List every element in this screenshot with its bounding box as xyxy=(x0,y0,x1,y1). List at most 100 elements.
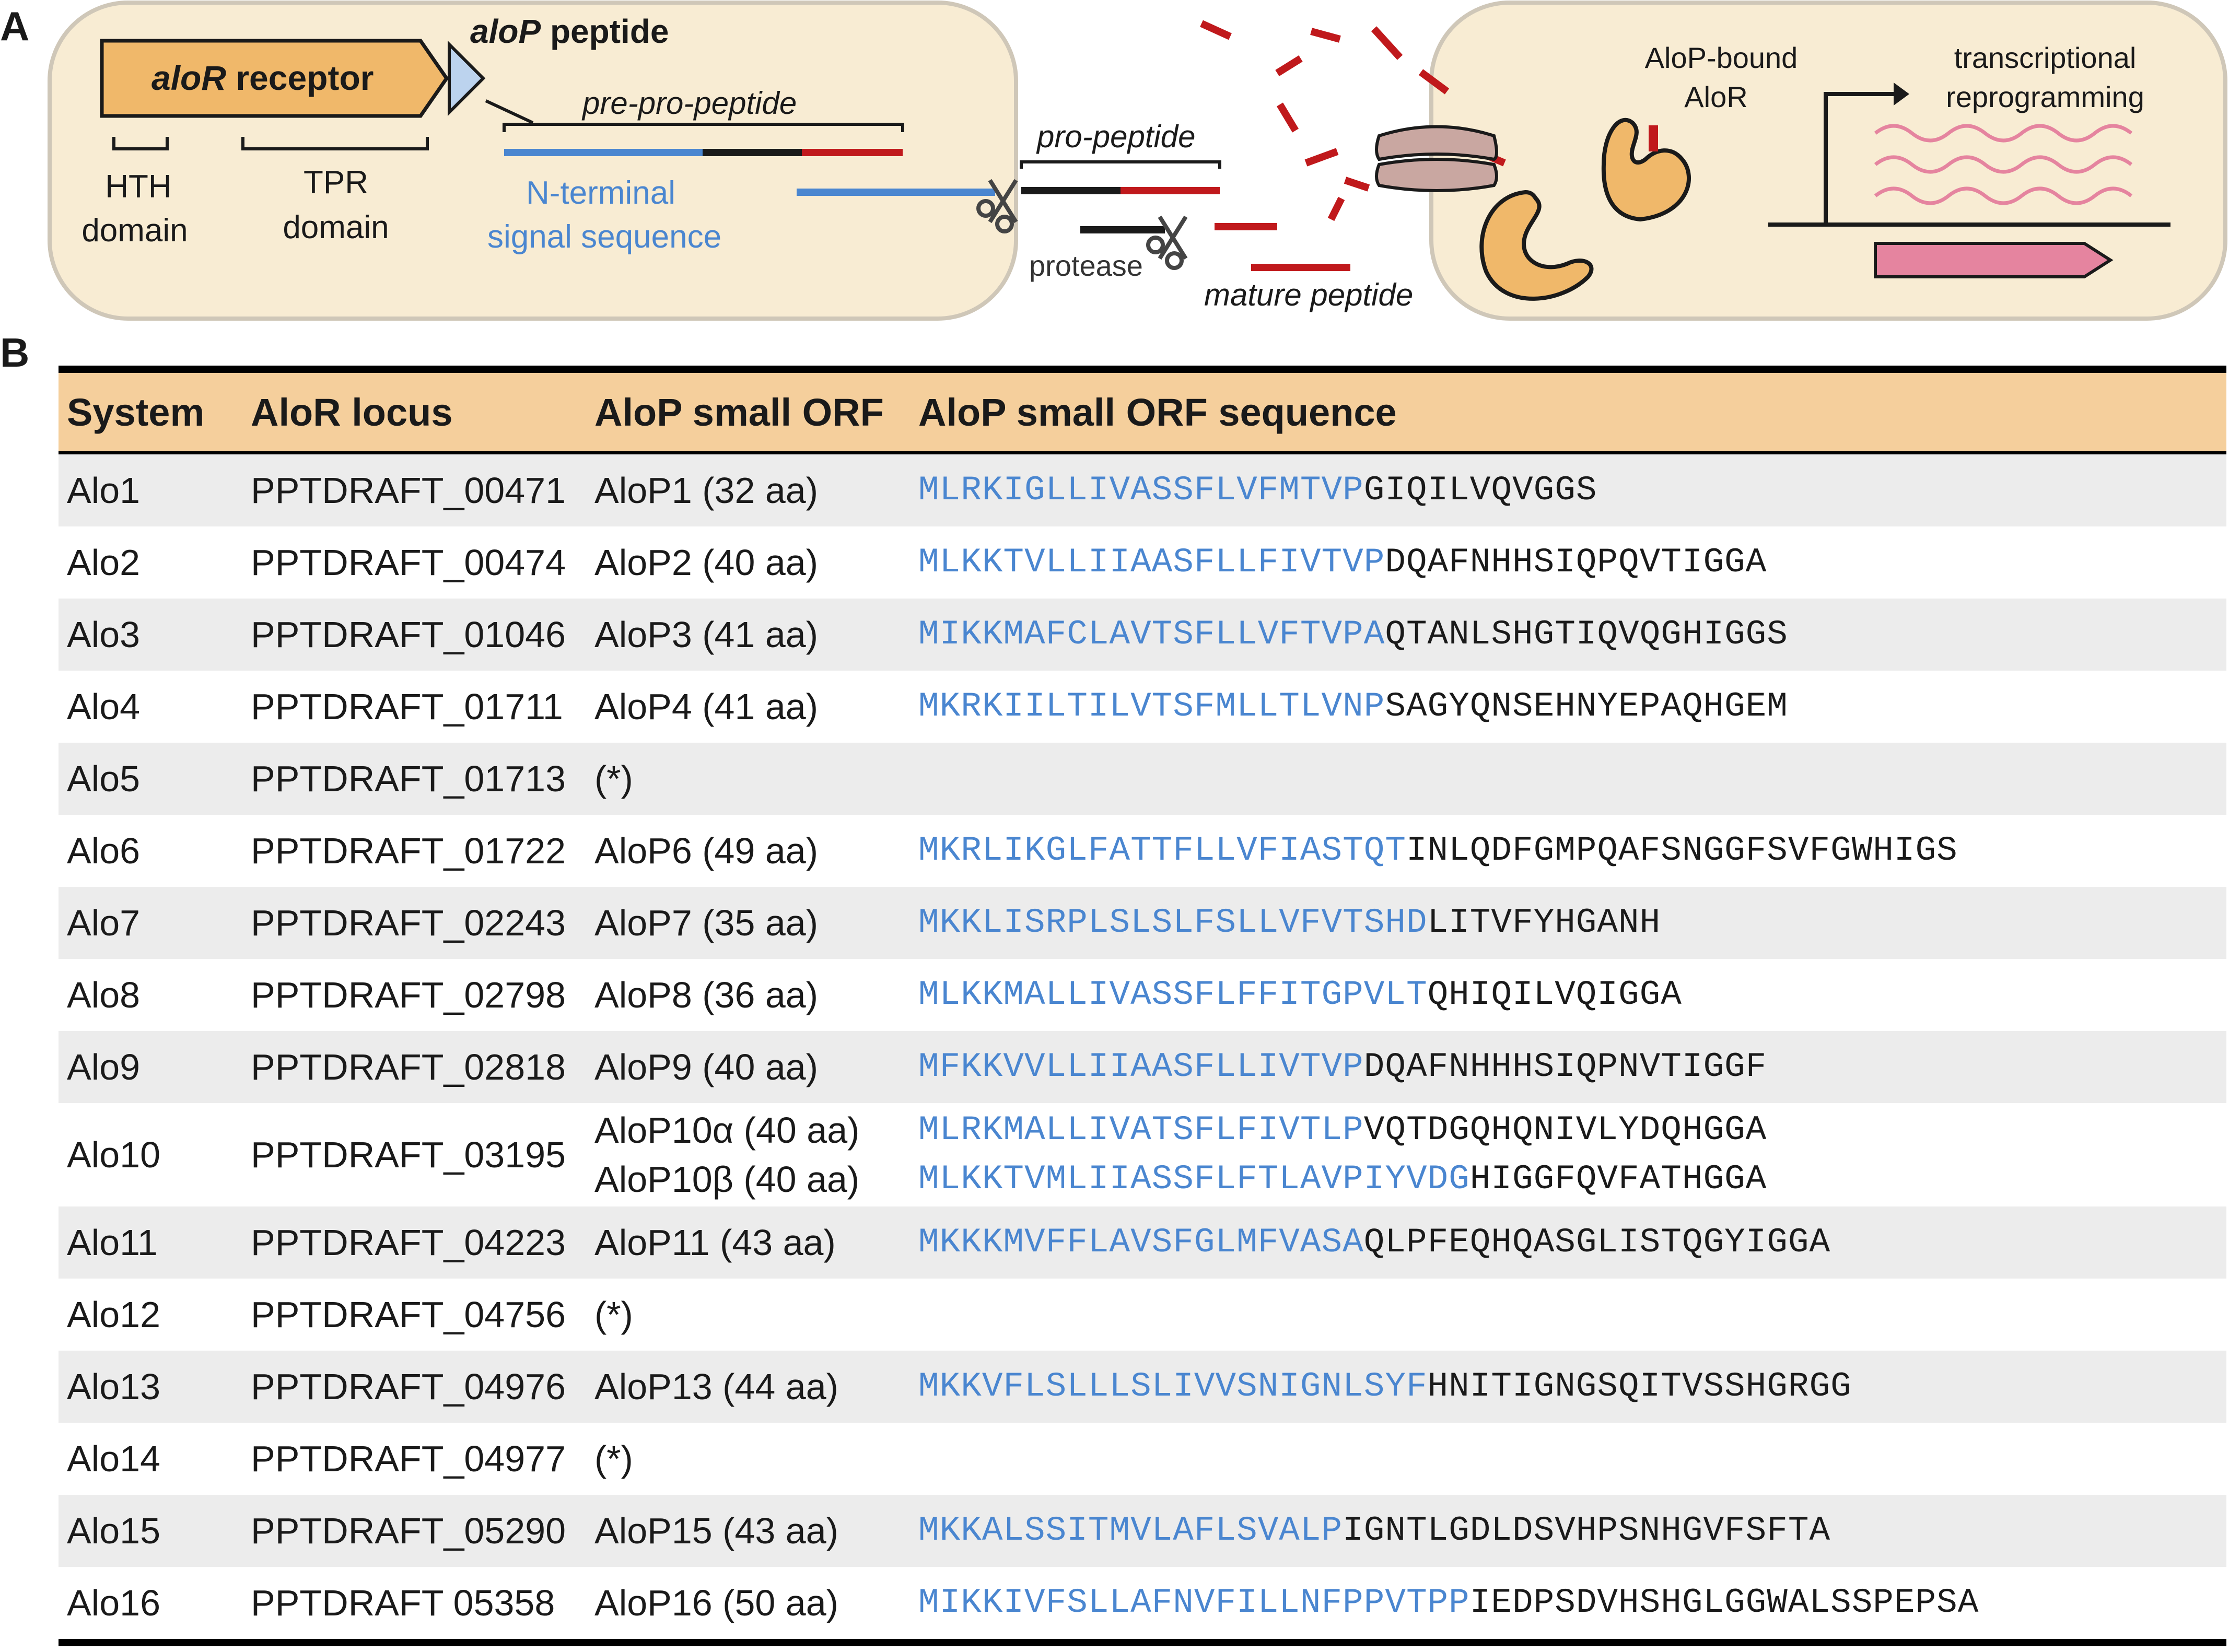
cell-alor-locus: PPTDRAFT 05358 xyxy=(251,1583,555,1623)
gene-arrow xyxy=(1874,242,2114,278)
sequence-line: MKKVFLSLLLSLIVVSNIGNLSYFHNITIGNGSQITVSSH… xyxy=(918,1362,2226,1411)
mature-sequence: QLPFEQHQASGLISTQGYIGGA xyxy=(1363,1223,1831,1262)
orf-label: AloP10α (40 aa) xyxy=(594,1110,860,1151)
cell-alor-locus: PPTDRAFT_04223 xyxy=(251,1222,566,1263)
orf-label: AloP13 (44 aa) xyxy=(594,1366,838,1407)
mature-sequence: VQTDGQHQNIVLYDQHGGA xyxy=(1363,1110,1767,1150)
cell-alop-orf: AloP11 (43 aa) xyxy=(586,1206,910,1279)
cell-alop-orf: AloP3 (41 aa) xyxy=(586,599,910,671)
sequence-line: MLKKMALLIVASSFLFFITGPVLTQHIQILVQIGGA xyxy=(918,970,2226,1020)
orf-label: AloP16 (50 aa) xyxy=(594,1583,838,1623)
cell-sequence: MKRLIKGLFATTFLLVFIASTQTINLQDFGMPQAFSNGGF… xyxy=(910,815,2226,887)
orf-label: AloP8 (36 aa) xyxy=(594,975,819,1015)
sequence-line: MFKKVVLLIIAASFLLIVTVPDQAFNHHHSIQPNVTIGGF xyxy=(918,1042,2226,1092)
cell-alop-orf: (*) xyxy=(586,743,910,815)
column-header-alor-locus: AloR locus xyxy=(251,390,453,434)
cell-system: Alo9 xyxy=(67,1047,141,1087)
transcripts xyxy=(1874,124,2133,205)
cell-sequence: MIKKMAFCLAVTSFLLVFTVPAQTANLSHGTIQVQGHIGG… xyxy=(910,599,2226,671)
cell-system: Alo3 xyxy=(67,614,141,655)
cell-sequence: MKKALSSITMVLAFLSVALPIGNTLGDLDSVHPSNHGVFS… xyxy=(910,1495,2226,1567)
cell-system: Alo13 xyxy=(67,1366,161,1407)
hth-domain-label-2: domain xyxy=(81,213,188,249)
column-header-system: System xyxy=(67,390,205,434)
transcriptional-label: transcriptional xyxy=(1954,41,2137,74)
cell-alor-locus: PPTDRAFT_01713 xyxy=(251,758,566,799)
arrow-icon xyxy=(1824,92,1894,225)
mature-sequence: QHIQILVQIGGA xyxy=(1427,975,1682,1014)
table-row: Alo11 PPTDRAFT_04223 AloP11 (43 aa)MKKKMVF… xyxy=(59,1206,2226,1279)
signal-sequence: MKKALSSITMVLAFLSVALP xyxy=(918,1511,1343,1550)
receptor-icon xyxy=(1601,118,1691,222)
signal-sequence: MKKVFLSLLLSLIVVSNIGNLSYF xyxy=(918,1367,1428,1406)
cell-alor-locus: PPTDRAFT_02243 xyxy=(251,903,566,943)
signal-sequence: MKKKMVFFLAVSFGLMFVASA xyxy=(918,1223,1364,1262)
cell-sequence xyxy=(910,1279,2226,1351)
cell-sequence: MLRKMALLIVATSFLFIVTLPVQTDGQHQNIVLYDQHGGA… xyxy=(910,1103,2226,1206)
signal-sequence: MLRKMALLIVATSFLFIVTLP xyxy=(918,1110,1364,1150)
cell-alor-locus: PPTDRAFT_04976 xyxy=(251,1366,566,1407)
cell-alor-locus: PPTDRAFT_02798 xyxy=(251,975,566,1015)
orf-label: (*) xyxy=(594,1294,633,1335)
alop-peptide-label: aloP peptide xyxy=(470,13,669,50)
column-header-alop-orf: AloP small ORF xyxy=(594,390,884,434)
cell-alop-orf: AloP7 (35 aa) xyxy=(586,887,910,959)
mature-sequence: LITVFYHGANH xyxy=(1427,903,1661,942)
cell-alop-orf: AloP8 (36 aa) xyxy=(586,959,910,1031)
table-header-row: System AloR locus AloP small ORF AloP sm… xyxy=(59,369,2226,453)
mature-sequence: DQAFNHHHSIQPNVTIGGF xyxy=(1363,1047,1767,1086)
cell-system: Alo4 xyxy=(67,686,141,727)
signal-sequence-label: N-terminal xyxy=(526,175,675,211)
sequence-line: MLKKTVMLIIASSFLFTLAVPIYVDGHIGGFQVFATHGGA xyxy=(918,1155,2226,1204)
alop-bound-label-2: AloR xyxy=(1684,80,1747,113)
transcriptional-label-2: reprogramming xyxy=(1946,80,2144,113)
signal-sequence: MLKKTVMLIIASSFLFTLAVPIYVDG xyxy=(918,1159,1470,1199)
pro-peptide-label: pro-peptide xyxy=(1036,119,1196,154)
cell-sequence: MLKKMALLIVASSFLFFITGPVLTQHIQILVQIGGA xyxy=(910,959,2226,1031)
sequence-line: MKKLISRPLSLSLFSLLVFVTSHDLITVFYHGANH xyxy=(918,898,2226,947)
tpr-domain-label: TPR xyxy=(304,165,368,201)
cell-alor-locus: PPTDRAFT_04756 xyxy=(251,1294,566,1335)
alor-receptor-label: aloR receptor xyxy=(151,58,374,97)
cell-alop-orf: AloP1 (32 aa) xyxy=(586,453,910,526)
table-row: Alo5 PPTDRAFT_01713 (*) xyxy=(59,743,2226,815)
cell-alor-locus: PPTDRAFT_04977 xyxy=(251,1438,566,1479)
orf-label: AloP15 (43 aa) xyxy=(594,1510,838,1551)
panel-label-a: A xyxy=(0,3,30,49)
transporter-icon xyxy=(1375,125,1498,192)
signal-sequence: MIKKIVFSLLAFNVFILLNFPPVTPP xyxy=(918,1583,1470,1622)
mature-sequence: GIQILVQVGGS xyxy=(1363,471,1597,510)
cell-alop-orf: AloP15 (43 aa) xyxy=(586,1495,910,1567)
mature-peptide-label: mature peptide xyxy=(1204,277,1413,312)
cell-sequence: MKRKIILTILVTSFMLLTLVNPSAGYQNSEHNYEPAQHGE… xyxy=(910,671,2226,743)
orf-label: AloP3 (41 aa) xyxy=(594,614,819,655)
pre-pro-peptide-label: pre-pro-peptide xyxy=(581,86,797,121)
alop-gene-arrow xyxy=(448,40,486,116)
orf-label: AloP9 (40 aa) xyxy=(594,1047,819,1087)
cell-alop-orf: AloP2 (40 aa) xyxy=(586,526,910,599)
cell-alop-orf: AloP10α (40 aa)AloP10β (40 aa) xyxy=(586,1103,910,1206)
cell-system: Alo5 xyxy=(67,758,141,799)
cell-system: Alo11 xyxy=(67,1222,158,1263)
signal-sequence: MLKKMALLIVASSFLFFITGPVLT xyxy=(918,975,1428,1014)
signal-sequence: MIKKMAFCLAVTSFLLVFTVPA xyxy=(918,615,1385,654)
signal-sequence: MKRKIILTILVTSFMLLTLVNP xyxy=(918,687,1385,726)
tpr-domain-label-2: domain xyxy=(283,209,389,245)
signal-sequence: MLRKIGLLIVASSFLVFMTVP xyxy=(918,471,1364,510)
cell-sequence xyxy=(910,743,2226,815)
signal-sequence: MFKKVVLLIIAASFLLIVTVP xyxy=(918,1047,1364,1086)
cell-sequence: MKKVFLSLLLSLIVVSNIGNLSYFHNITIGNGSQITVSSH… xyxy=(910,1351,2226,1423)
cell-alop-orf: (*) xyxy=(586,1423,910,1495)
cell-system: Alo15 xyxy=(67,1510,161,1551)
scissors-icon xyxy=(1146,215,1188,270)
signal-sequence: MKRLIKGLFATTFLLVFIASTQT xyxy=(918,831,1406,870)
cell-alor-locus: PPTDRAFT_02818 xyxy=(251,1047,566,1087)
orf-label: AloP4 (41 aa) xyxy=(594,686,819,727)
mature-sequence: IGNTLGDLDSVHPSNHGVFSFTA xyxy=(1343,1511,1831,1550)
protease-label: protease xyxy=(1029,249,1143,282)
